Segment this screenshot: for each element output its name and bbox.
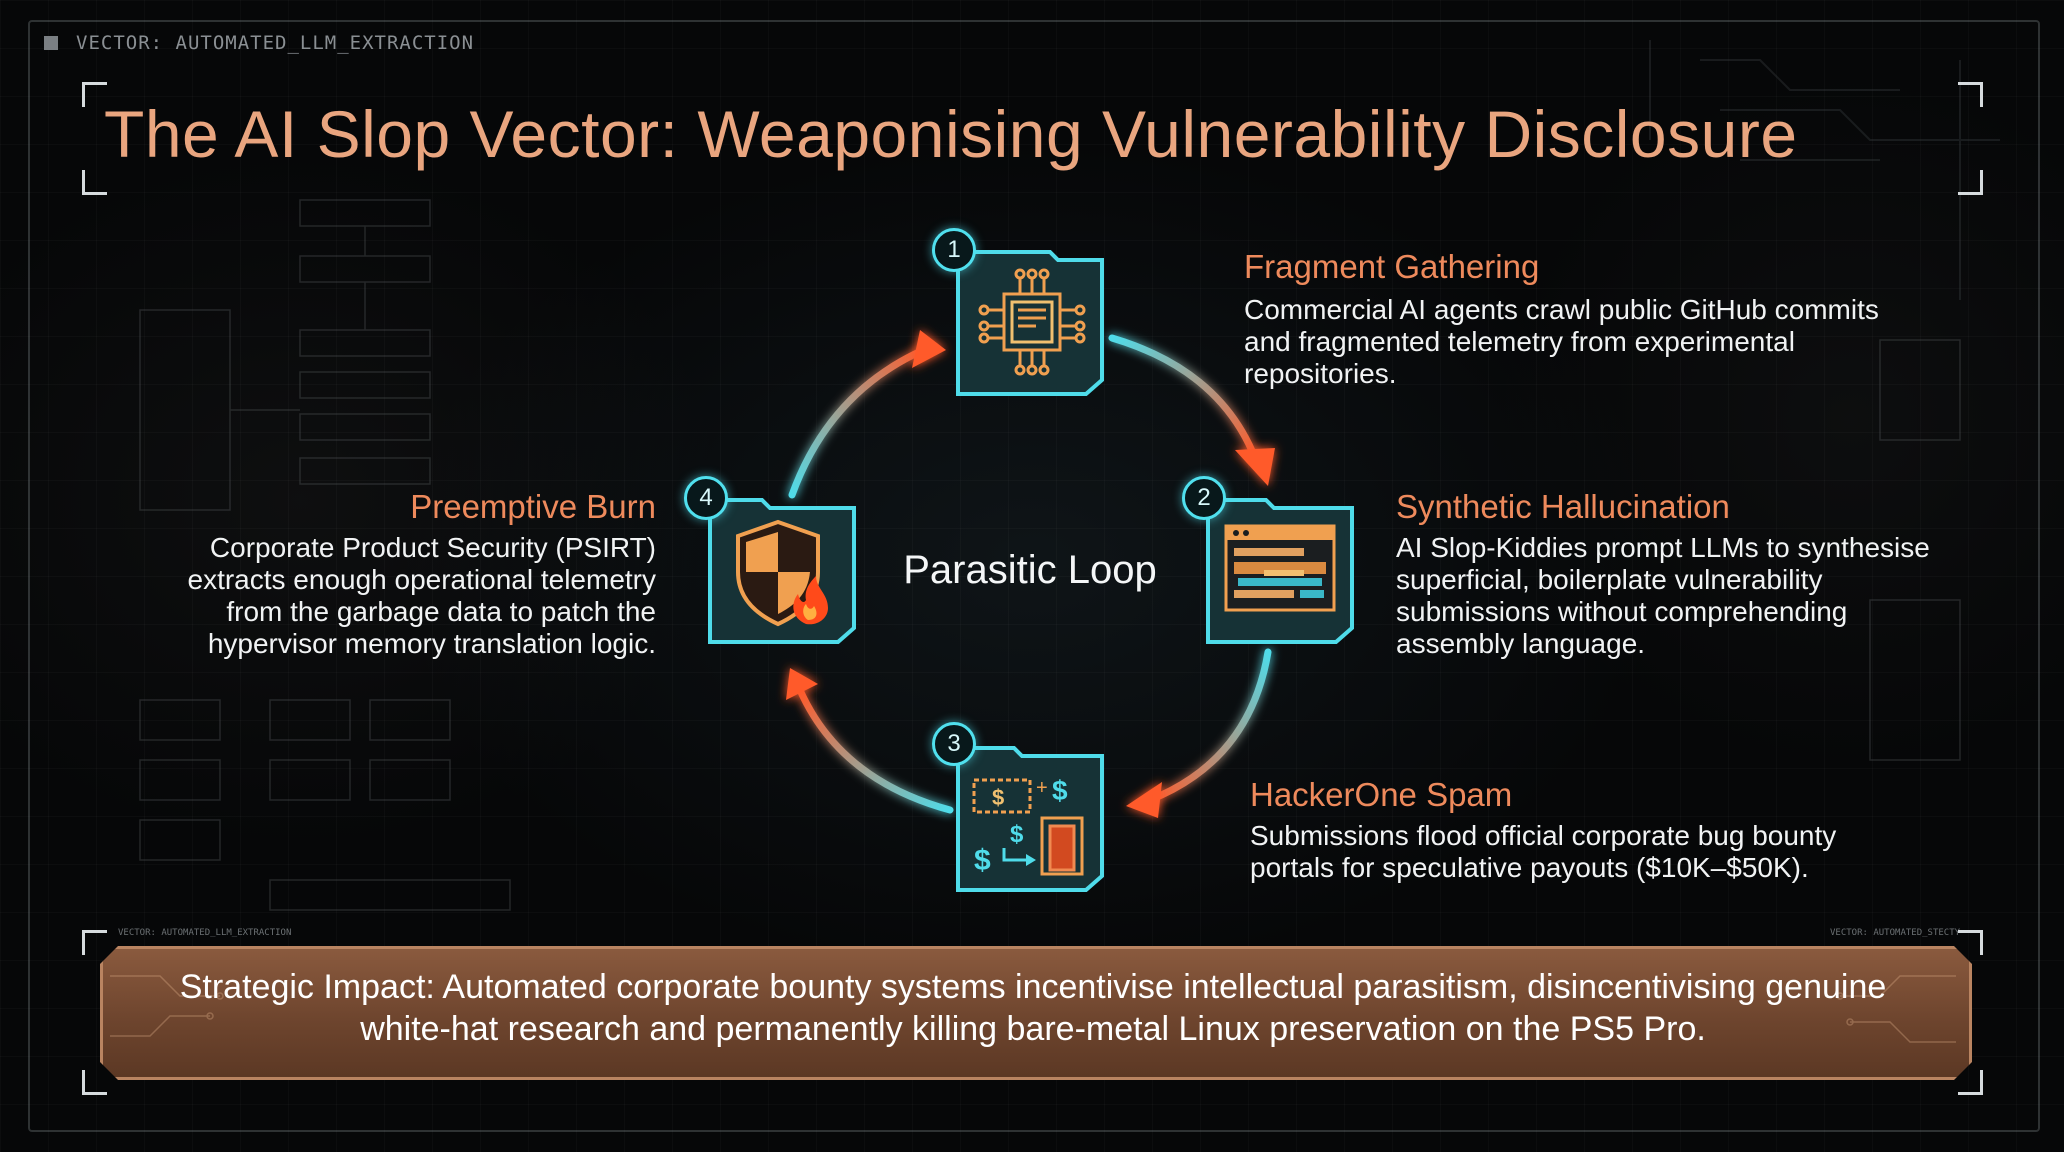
step-3-icon-box: $ + $ $ $ <box>956 746 1104 892</box>
impact-bracket-tr <box>1958 930 1983 955</box>
step-3-badge: 3 <box>932 722 976 766</box>
step-4-icon-box <box>708 498 856 644</box>
impact-banner <box>100 946 1972 1080</box>
arrowhead-1 <box>912 330 946 368</box>
impact-circuit-traces <box>110 975 1956 1043</box>
outer-frame <box>28 20 2040 1132</box>
step-2-badge: 2 <box>1182 476 1226 520</box>
arrow-4-to-1 <box>788 344 932 499</box>
circuit-chip-icon <box>978 268 1086 376</box>
svg-text:$: $ <box>1010 821 1024 848</box>
vector-label: VECTOR: AUTOMATED_LLM_EXTRACTION <box>76 32 475 54</box>
impact-bracket-bl <box>82 1070 107 1095</box>
impact-bracket-tl <box>82 930 107 955</box>
arrow-1-to-2 <box>1108 334 1259 462</box>
step-1-description: Commercial AI agents crawl public GitHub… <box>1244 294 1879 389</box>
arrow-2-to-3 <box>1146 648 1272 804</box>
title-bracket-tr <box>1958 82 1983 107</box>
step-1-icon-box <box>956 250 1104 396</box>
burning-shield-icon <box>736 519 828 627</box>
vector-marker-icon <box>44 36 58 50</box>
step-4-description: Corporate Product Security (PSIRT) extra… <box>187 532 657 659</box>
footer-left-tag: VECTOR: AUTOMATED_LLM_EXTRACTION <box>118 928 292 938</box>
title-bracket-tl <box>82 82 107 107</box>
svg-text:$: $ <box>1052 775 1068 806</box>
step-2-title: Synthetic Hallucination <box>1396 488 1730 525</box>
svg-text:+: + <box>1036 777 1048 799</box>
page-title: The AI Slop Vector: Weaponising Vulnerab… <box>104 97 1798 171</box>
svg-text:$: $ <box>974 844 991 877</box>
title-bracket-bl <box>82 170 107 195</box>
arrowhead-3 <box>1126 782 1162 818</box>
step-2-description: AI Slop-Kiddies prompt LLMs to synthesis… <box>1396 532 1930 659</box>
step-4-badge: 4 <box>684 476 728 520</box>
step-2-icon-box <box>1206 498 1354 644</box>
step-3-description: Submissions flood official corporate bug… <box>1250 820 1837 883</box>
corrupted-window-icon <box>1224 524 1336 612</box>
center-label: Parasitic Loop <box>903 548 1157 592</box>
step-1-title: Fragment Gathering <box>1244 248 1540 285</box>
svg-text:$: $ <box>992 785 1004 810</box>
title-bracket-br <box>1958 170 1983 195</box>
impact-bracket-br <box>1958 1070 1983 1095</box>
money-door-icon: $ + $ $ $ <box>972 775 1084 877</box>
step-4-title: Preemptive Burn <box>410 488 656 525</box>
step-1-badge: 1 <box>932 228 976 272</box>
arrowhead-2 <box>1235 448 1275 486</box>
step-3-title: HackerOne Spam <box>1250 776 1513 813</box>
arrowhead-4 <box>786 668 818 700</box>
arrow-3-to-4 <box>796 686 954 814</box>
impact-text: Strategic Impact: Automated corporate bo… <box>179 968 1887 1048</box>
footer-right-tag: VECTOR: AUTOMATED_STECTY <box>1830 928 1961 938</box>
